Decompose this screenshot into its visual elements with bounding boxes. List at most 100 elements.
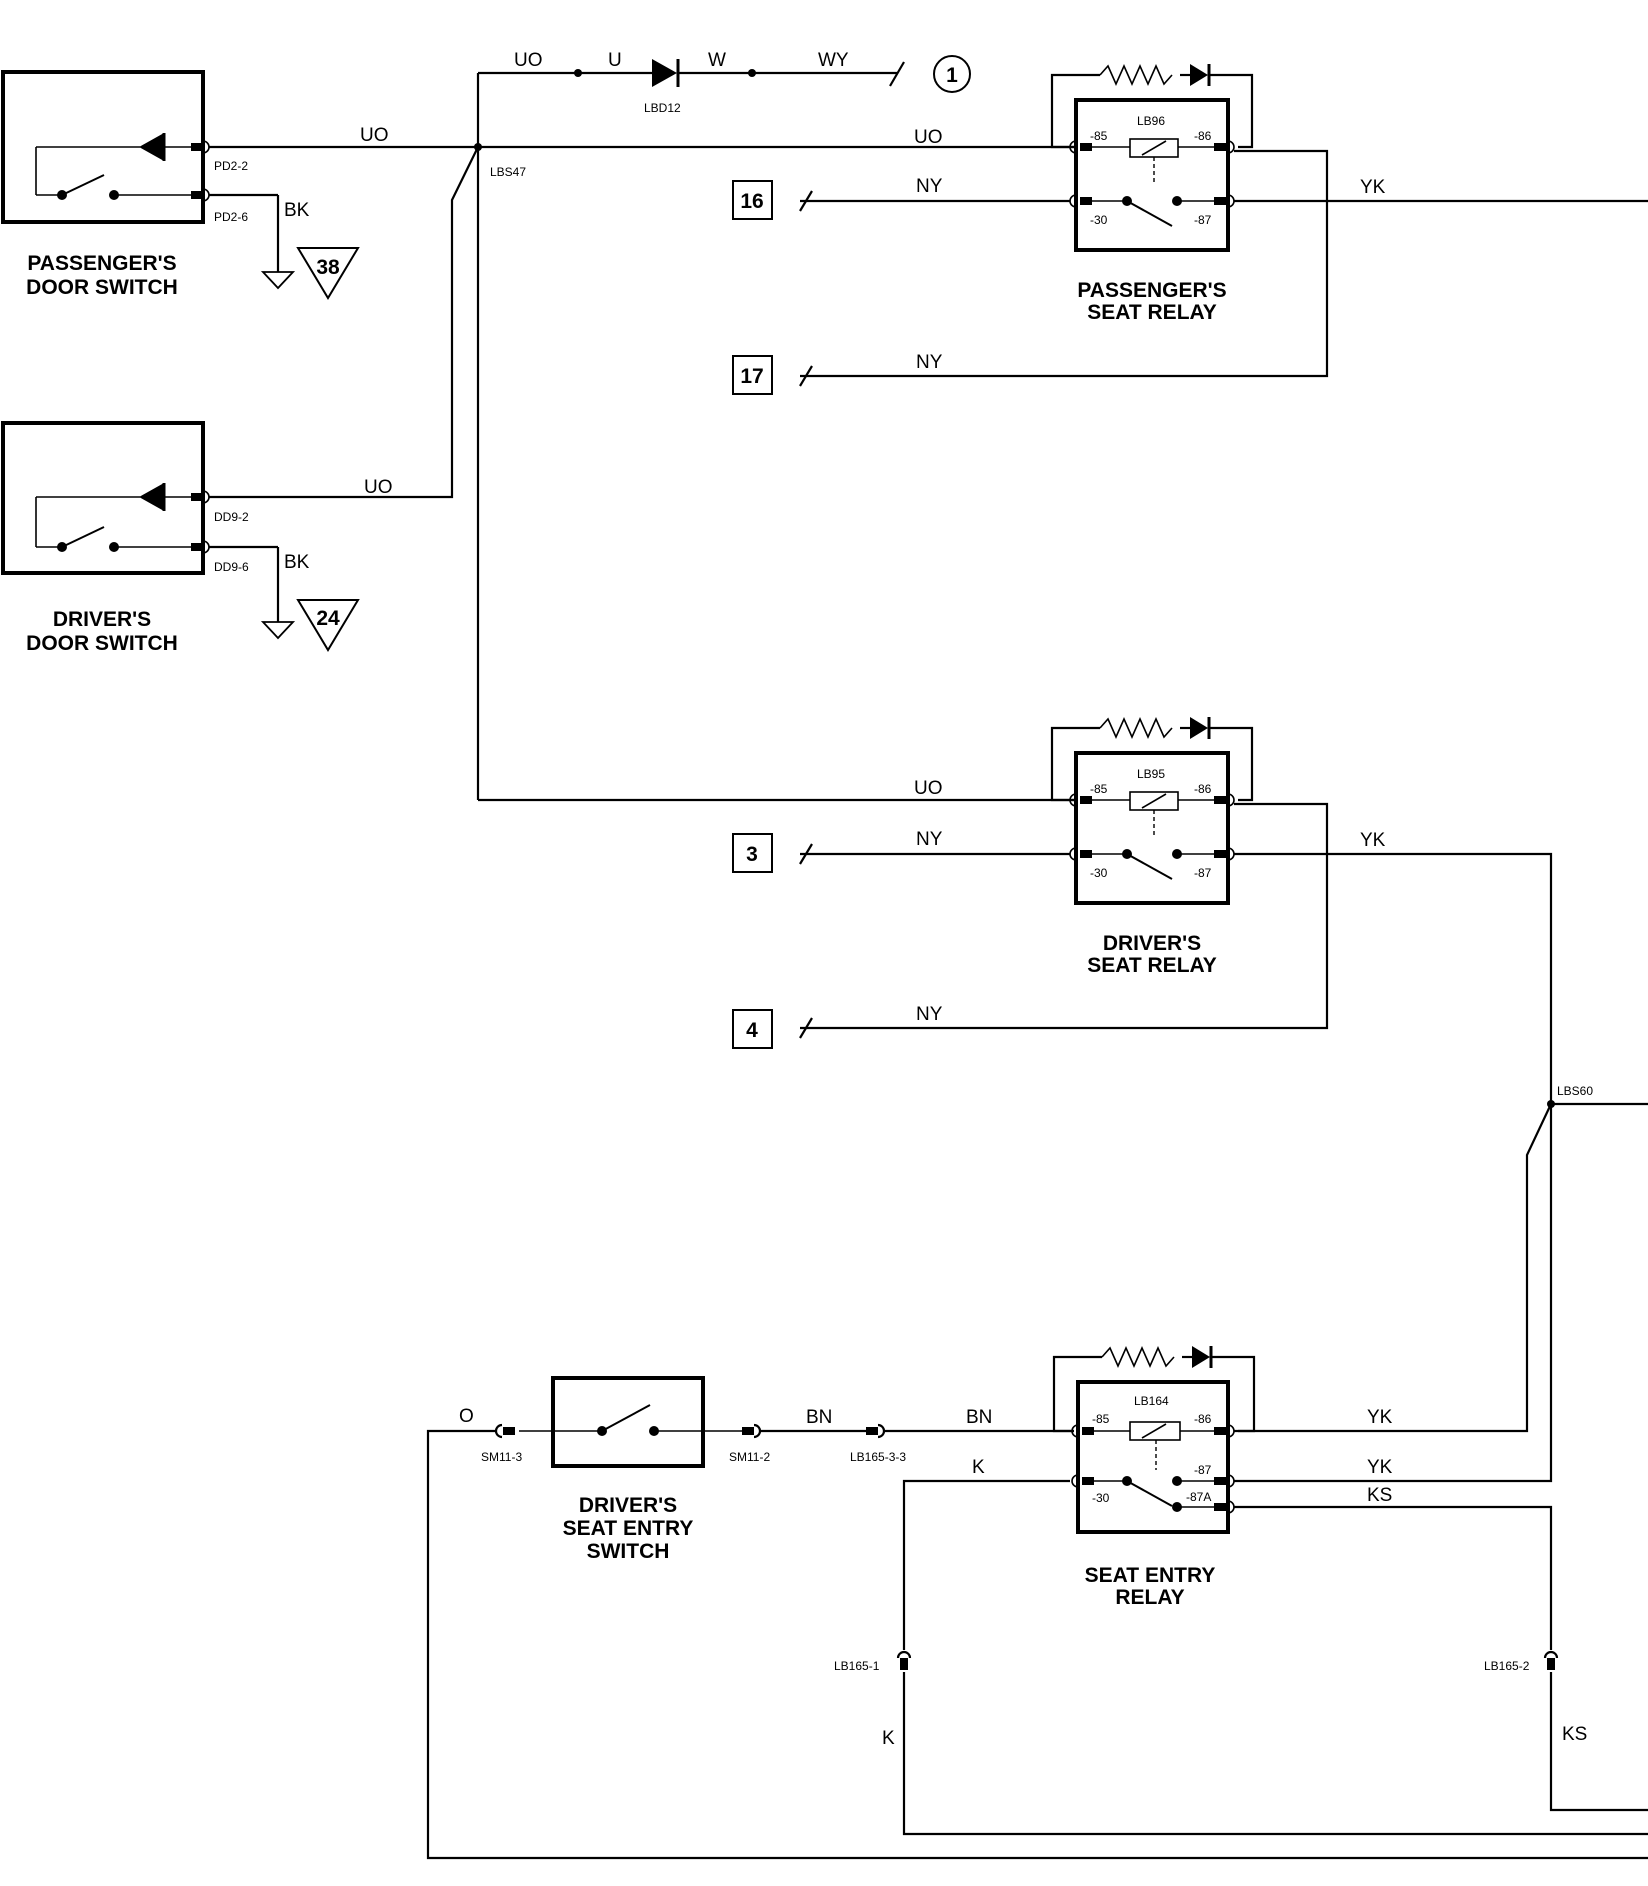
- relay-pin-86: -86: [1194, 782, 1212, 796]
- wire-label-ny: NY: [916, 176, 943, 197]
- ground-icon: [260, 621, 296, 640]
- driver-seat-relay-title-line1: DRIVER'S: [1103, 932, 1201, 955]
- diode-icon: [1192, 1346, 1210, 1368]
- driver-door-switch: DD9-2 DD9-6 DRIVER'S DOOR SWITCH: [1, 421, 249, 655]
- relay-contact-icon: [1126, 1480, 1173, 1507]
- passenger-door-switch-title-line2: DOOR SWITCH: [26, 276, 178, 299]
- wire-label-bk: BK: [284, 552, 310, 573]
- reference-circle: [933, 55, 971, 93]
- splice-lbs60: LBS60: [1234, 1084, 1648, 1433]
- driver-seat-relay-title-line2: SEAT RELAY: [1087, 954, 1217, 977]
- pin-label-dd9-6: DD9-6: [214, 560, 249, 574]
- relay-contact-icon: [1126, 200, 1173, 227]
- wire-label-k: K: [972, 1457, 985, 1478]
- wire-label-ny: NY: [916, 1004, 943, 1025]
- wire-label-uo: UO: [914, 127, 943, 148]
- connector-label-sm11-3: SM11-3: [481, 1450, 522, 1464]
- relay-pin-30: -30: [1092, 1491, 1110, 1505]
- ground-ref-38: 38: [316, 256, 340, 279]
- relay-pin-85: -85: [1090, 129, 1108, 143]
- wire-label-uo: UO: [360, 125, 389, 146]
- wire-label-ks: KS: [1367, 1485, 1392, 1506]
- relay-id-lb95: LB95: [1137, 767, 1165, 781]
- switch-contact-icon: [601, 1404, 651, 1432]
- wire-label-o: O: [459, 1406, 474, 1427]
- wire-label-ks: KS: [1562, 1724, 1587, 1745]
- wire-label-yk: YK: [1367, 1457, 1393, 1478]
- relay-pin-86: -86: [1194, 1412, 1212, 1426]
- relay-pin-87a: -87A: [1186, 1490, 1211, 1504]
- splice-label-lbs47: LBS47: [490, 165, 526, 179]
- driver-seat-entry-switch-title-line3: SWITCH: [587, 1540, 670, 1563]
- diode-icon: [139, 133, 164, 161]
- splice-dot: [574, 69, 582, 77]
- connector-label-sm11-2: SM11-2: [729, 1450, 770, 1464]
- ground-icon: [260, 271, 296, 290]
- wire-label-bn: BN: [966, 1407, 992, 1428]
- connector-label-lb165-2: LB165-2: [1484, 1659, 1530, 1673]
- wire-label-w: W: [708, 50, 726, 71]
- pin-label-pd2-2: PD2-2: [214, 159, 248, 173]
- driver-seat-entry-switch-title-line1: DRIVER'S: [579, 1494, 677, 1517]
- wire-label-yk: YK: [1360, 830, 1386, 851]
- diode-lbd12-run: UO U LBD12 W WY 1: [478, 50, 971, 115]
- wire-label-yk: YK: [1367, 1407, 1393, 1428]
- reference-box-17: 17: [740, 365, 763, 388]
- splice-dot: [748, 69, 756, 77]
- ground-reference-triangle: [296, 599, 360, 652]
- relay-pin-86: -86: [1194, 129, 1212, 143]
- wire-label-ny: NY: [916, 352, 943, 373]
- reference-box: [732, 355, 773, 395]
- connector-label-lb165-3-3: LB165-3-3: [850, 1450, 906, 1464]
- driver-seat-entry-switch-title-line2: SEAT ENTRY: [563, 1517, 694, 1540]
- seat-entry-relay: LB164 -85 -86 -30 -87 -87A SEAT ENTRY RE…: [1052, 1346, 1256, 1609]
- wire-label-bn: BN: [806, 1407, 832, 1428]
- ground-reference-triangle: [296, 247, 360, 300]
- diode-label-lbd12: LBD12: [644, 101, 681, 115]
- uo-trunk: UO LBS47 UO UO UO: [209, 73, 1074, 802]
- driver-door-switch-title-line2: DOOR SWITCH: [26, 632, 178, 655]
- diode-icon: [1190, 717, 1208, 739]
- diode-icon: [1190, 64, 1208, 86]
- reference-box: [732, 1009, 773, 1049]
- wire-label-ny: NY: [916, 829, 943, 850]
- relay-pin-87: -87: [1194, 213, 1212, 227]
- relay-pin-30: -30: [1090, 213, 1108, 227]
- driver-relay-wiring: YK NY 3 NY 4: [732, 802, 1553, 1483]
- reference-box: [732, 180, 773, 220]
- seat-entry-relay-title-line1: SEAT ENTRY: [1085, 1564, 1216, 1587]
- driver-door-switch-title-line1: DRIVER'S: [53, 608, 151, 631]
- seat-entry-switch-wiring: O SM11-3 SM11-2 BN LB165-3-3 BN: [426, 1406, 1648, 1860]
- wire-label-bk: BK: [284, 200, 310, 221]
- splice-label-lbs60: LBS60: [1557, 1084, 1593, 1098]
- relay-pin-85: -85: [1090, 782, 1108, 796]
- reference-box-4: 4: [746, 1019, 758, 1042]
- passenger-seat-relay: LB96 -85 -86 -30 -87 PASSENGER'S SEAT RE…: [1050, 64, 1254, 324]
- connector-label-lb165-1: LB165-1: [834, 1659, 880, 1673]
- seat-entry-relay-wiring: YK YK KS LB165-2 KS K LB165-1 K: [834, 1407, 1648, 1836]
- driver-seat-entry-switch: DRIVER'S SEAT ENTRY SWITCH: [519, 1376, 750, 1563]
- wire-label-uo: UO: [914, 778, 943, 799]
- reference-box: [732, 833, 773, 873]
- relay-pin-30: -30: [1090, 866, 1108, 880]
- diode-icon: [139, 483, 164, 511]
- relay-pin-87: -87: [1194, 1463, 1212, 1477]
- driver-ground: BK 24: [209, 545, 360, 652]
- passenger-ground: BK 38: [209, 193, 360, 300]
- passenger-relay-wiring: YK NY 16 NY 17: [732, 149, 1648, 395]
- wire-label-uo: UO: [514, 50, 543, 71]
- relay-id-lb96: LB96: [1137, 114, 1165, 128]
- relay-contact-icon: [1126, 853, 1173, 880]
- ground-ref-24: 24: [316, 607, 340, 630]
- wire-label-yk: YK: [1360, 177, 1386, 198]
- passenger-seat-relay-title-line2: SEAT RELAY: [1087, 301, 1217, 324]
- passenger-seat-relay-title-line1: PASSENGER'S: [1077, 279, 1226, 302]
- wire-label-u: U: [608, 50, 622, 71]
- switch-contact-icon: [61, 526, 105, 548]
- passenger-door-switch-title-line1: PASSENGER'S: [27, 252, 176, 275]
- relay-pin-87: -87: [1194, 866, 1212, 880]
- reference-circle-1: 1: [946, 64, 958, 87]
- switch-contact-icon: [61, 174, 105, 196]
- wire-label-uo: UO: [364, 477, 393, 498]
